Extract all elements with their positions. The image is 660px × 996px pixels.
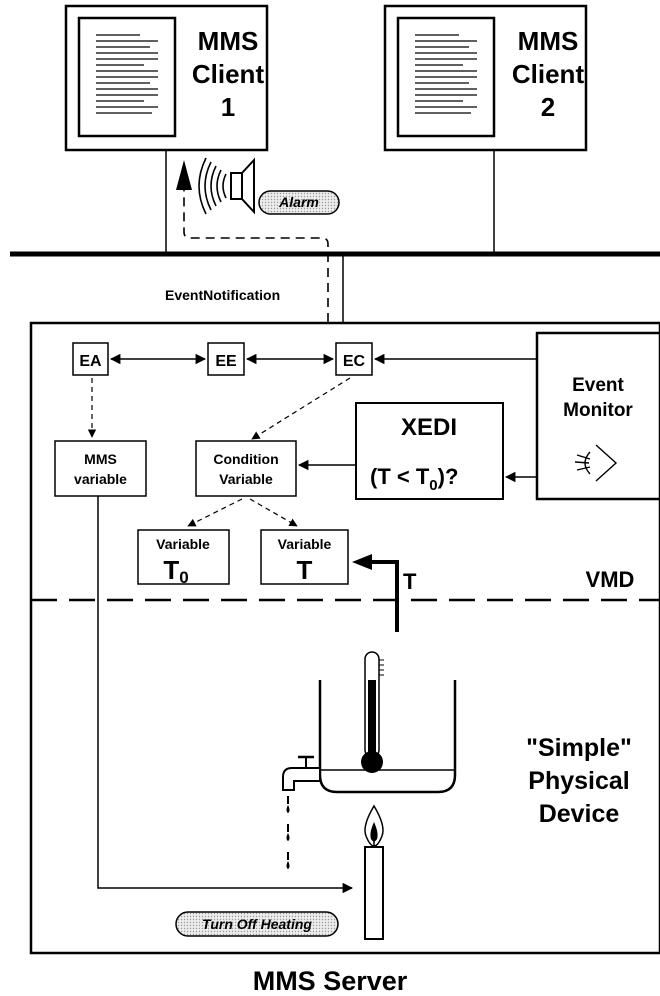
client-2-line1: MMS bbox=[518, 26, 579, 56]
beaker bbox=[320, 680, 455, 792]
physical-device-line2: Physical bbox=[528, 767, 629, 795]
variable-t-label: Variable bbox=[278, 536, 332, 552]
vmd-label: VMD bbox=[586, 567, 635, 592]
notification-arrowhead bbox=[176, 160, 192, 190]
client-2-line3: 2 bbox=[541, 92, 555, 122]
alarm-label: Alarm bbox=[278, 194, 319, 210]
mms-variable-line2: variable bbox=[74, 471, 127, 487]
client-2: MMS Client 2 bbox=[385, 6, 586, 150]
xedi-node: XEDI (T < T0)? bbox=[356, 403, 503, 499]
client-1-line3: 1 bbox=[221, 92, 235, 122]
faucet-icon bbox=[283, 757, 320, 790]
physical-device-line1: "Simple" bbox=[526, 734, 632, 762]
event-notification-label: EventNotification bbox=[165, 287, 280, 303]
sensor-arrowhead bbox=[352, 554, 372, 570]
event-monitor-line1: Event bbox=[572, 375, 624, 396]
xedi-title: XEDI bbox=[401, 414, 457, 441]
event-monitor-node: Event Monitor bbox=[537, 333, 660, 499]
event-monitor-line2: Monitor bbox=[563, 400, 633, 421]
variable-t0-sub: 0 bbox=[179, 568, 188, 587]
turn-off-heating-label: Turn Off Heating bbox=[202, 916, 312, 932]
variable-t0-label: Variable bbox=[156, 536, 210, 552]
variable-t-value: T bbox=[297, 555, 313, 585]
ea-node: EA bbox=[73, 343, 108, 375]
turn-off-heating-badge: Turn Off Heating bbox=[176, 912, 338, 936]
ea-label: EA bbox=[79, 353, 102, 370]
client-1-line1: MMS bbox=[198, 26, 259, 56]
speaker-icon bbox=[199, 158, 254, 214]
physical-device-line3: Device bbox=[539, 800, 620, 828]
mms-server-label: MMS Server bbox=[253, 966, 408, 996]
xedi-expr-sub: 0 bbox=[429, 477, 437, 494]
variable-t-node: Variable T bbox=[261, 530, 348, 585]
condition-variable-line2: Variable bbox=[219, 471, 273, 487]
sensor-t-label: T bbox=[403, 569, 417, 594]
client-2-line2: Client bbox=[512, 59, 585, 89]
thermometer-icon bbox=[361, 652, 384, 773]
condition-variable-node: Condition Variable bbox=[196, 441, 296, 496]
condition-t0-arrow bbox=[188, 499, 242, 526]
ec-condition-arrow bbox=[252, 378, 350, 439]
alarm-badge: Alarm bbox=[259, 191, 339, 214]
condition-variable-line1: Condition bbox=[213, 451, 278, 467]
client-1: MMS Client 1 bbox=[66, 6, 267, 150]
xedi-expr-post: )? bbox=[438, 464, 459, 489]
water-drops-icon bbox=[287, 796, 290, 869]
variable-t0-node: Variable T0 bbox=[138, 530, 229, 587]
condition-t-arrow bbox=[250, 499, 297, 526]
xedi-expr-pre: (T < T bbox=[370, 464, 430, 489]
ee-node: EE bbox=[208, 343, 244, 375]
ee-label: EE bbox=[215, 353, 237, 370]
sensor-line bbox=[370, 562, 397, 632]
mms-variable-node: MMS variable bbox=[55, 441, 146, 496]
client-1-line2: Client bbox=[192, 59, 265, 89]
candle-icon bbox=[365, 806, 383, 939]
ec-label: EC bbox=[343, 353, 366, 370]
ec-node: EC bbox=[336, 343, 372, 375]
mms-variable-line1: MMS bbox=[84, 451, 117, 467]
variable-t0-value: T bbox=[163, 555, 179, 585]
